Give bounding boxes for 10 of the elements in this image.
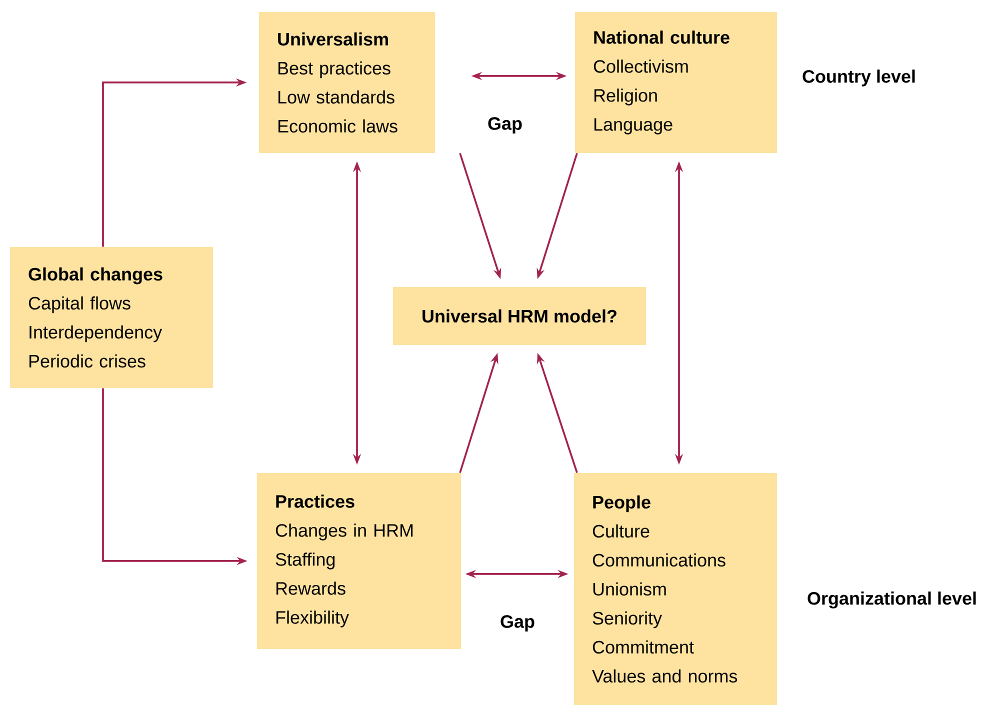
text-box: National culture Collectivism Religion Language bbox=[575, 12, 777, 153]
text-box: People Culture Communications Unionism Seniority Commitment Values and norms bbox=[574, 473, 777, 705]
text-box: Universal HRM model? bbox=[393, 287, 646, 345]
text-box: Universalism Best practices Low standards Economic laws bbox=[259, 12, 435, 153]
level-label: Organizational level bbox=[808, 592, 976, 608]
level-label: Country level bbox=[802, 70, 915, 86]
edge-label: Gap bbox=[500, 615, 534, 632]
text-box: Global changes Capital flows Interdependency Periodic crises bbox=[10, 247, 213, 388]
edge-label: Gap bbox=[488, 117, 522, 134]
text-box: Practices Changes in HRM Staffing Rewards Flexibility bbox=[257, 473, 461, 649]
